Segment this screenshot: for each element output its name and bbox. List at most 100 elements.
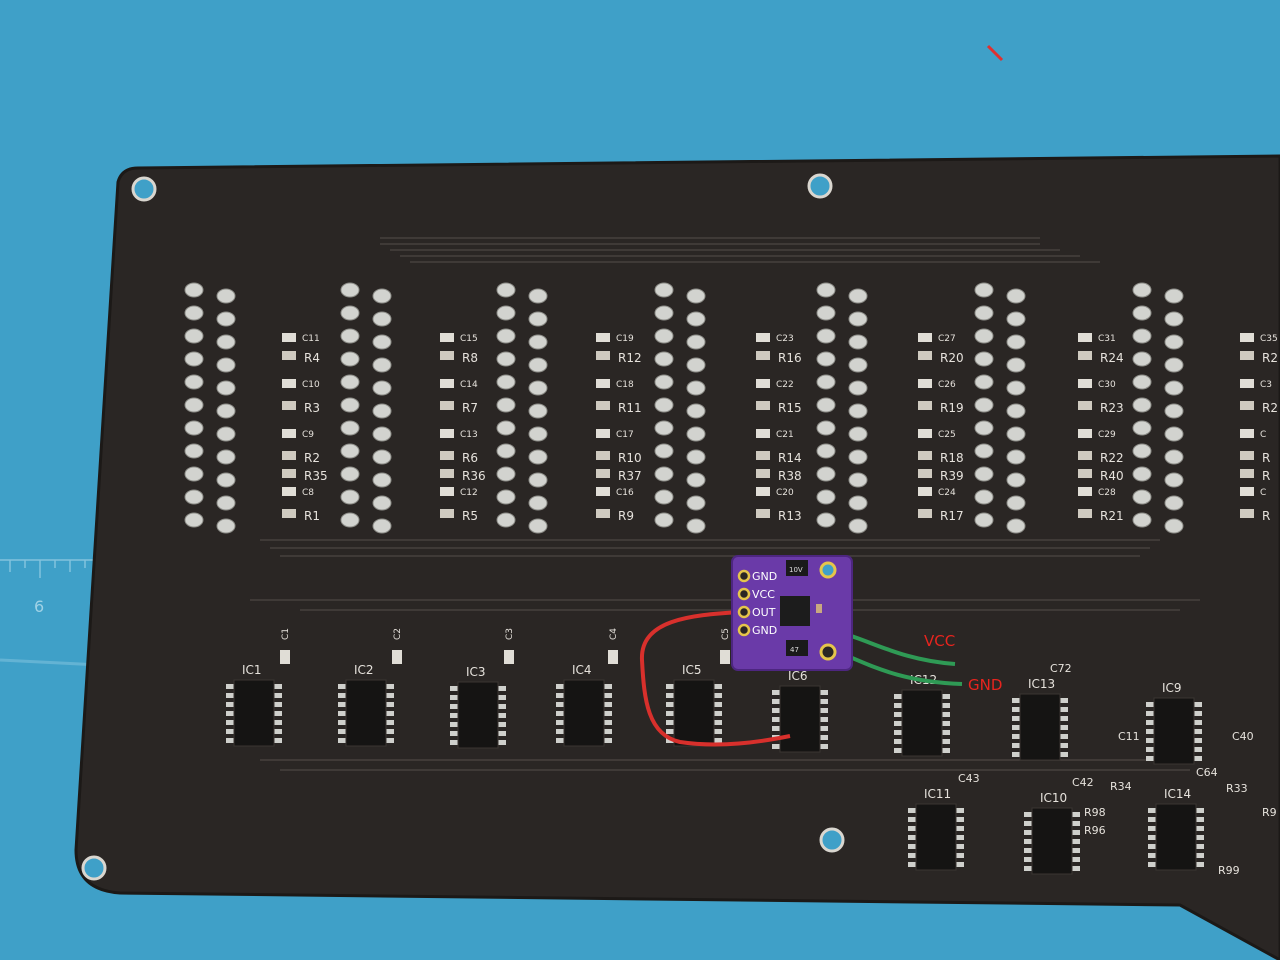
ic-pin xyxy=(272,711,282,716)
smd-capacitor xyxy=(282,379,296,388)
component-label: R xyxy=(1262,509,1270,523)
ic-pin xyxy=(1058,725,1068,730)
ic-label: IC6 xyxy=(788,669,808,683)
component-label: R5 xyxy=(462,509,478,523)
component-label: R96 xyxy=(1084,824,1106,837)
solder-pad xyxy=(1006,288,1026,304)
module-pin xyxy=(737,569,751,583)
solder-pad xyxy=(816,512,836,528)
ic-body xyxy=(1153,697,1195,765)
ic-pin xyxy=(272,720,282,725)
ic-pin xyxy=(1146,702,1156,707)
ic-pin xyxy=(1024,857,1034,862)
smd-resistor xyxy=(282,451,296,460)
solder-pad xyxy=(496,420,516,436)
component-label: R11 xyxy=(618,401,642,415)
component-label: R2 xyxy=(1262,351,1278,365)
component-label: R16 xyxy=(778,351,802,365)
solder-pad xyxy=(528,403,548,419)
solder-pad xyxy=(496,374,516,390)
smd-capacitor xyxy=(440,487,454,496)
ic-pin xyxy=(954,835,964,840)
smd-capacitor xyxy=(918,379,932,388)
solder-pad xyxy=(216,357,236,373)
component-label: R38 xyxy=(778,469,802,483)
smd-resistor xyxy=(440,351,454,360)
ic-pin xyxy=(602,711,612,716)
ic-pin xyxy=(338,720,348,725)
solder-pad xyxy=(848,518,868,534)
ic-pin xyxy=(496,722,506,727)
module-pin-label: VCC xyxy=(752,588,775,601)
ic-pin xyxy=(450,686,460,691)
ic-pin xyxy=(1012,707,1022,712)
solder-pad xyxy=(528,334,548,350)
solder-pad xyxy=(372,403,392,419)
solder-pad xyxy=(216,334,236,350)
solder-pad xyxy=(848,472,868,488)
ic-pin xyxy=(1146,738,1156,743)
solder-pad xyxy=(216,403,236,419)
component-label: C25 xyxy=(938,430,956,440)
component-label: C72 xyxy=(1050,662,1072,675)
mounting-hole xyxy=(807,173,833,199)
solder-pad xyxy=(528,357,548,373)
component-label: C30 xyxy=(1098,380,1116,390)
ic-body xyxy=(1155,803,1197,871)
solder-pad xyxy=(528,380,548,396)
component-label: R1 xyxy=(304,509,320,523)
ic-pin xyxy=(818,744,828,749)
solder-pad xyxy=(654,305,674,321)
ic-pin xyxy=(1070,857,1080,862)
component-label: R9 xyxy=(618,509,634,523)
ic-body xyxy=(563,679,605,747)
module-cap-marking: 10V xyxy=(789,566,803,574)
smd-capacitor xyxy=(440,429,454,438)
ic-pin xyxy=(602,702,612,707)
ic-pin xyxy=(496,686,506,691)
smd-resistor xyxy=(918,451,932,460)
component-label: R8 xyxy=(462,351,478,365)
component-label: C2 xyxy=(393,628,403,640)
smd-resistor xyxy=(1078,351,1092,360)
smd-resistor xyxy=(1240,351,1254,360)
component-label: C3 xyxy=(505,628,515,640)
ic-pin xyxy=(954,808,964,813)
ic-label: IC9 xyxy=(1162,681,1182,695)
solder-pad xyxy=(372,472,392,488)
smd-resistor xyxy=(596,401,610,410)
ic-pin xyxy=(1148,808,1158,813)
component-label: R14 xyxy=(778,451,802,465)
smd-resistor xyxy=(1240,401,1254,410)
component-label: R13 xyxy=(778,509,802,523)
ic-pin xyxy=(712,684,722,689)
solder-pad xyxy=(654,351,674,367)
component-label: C15 xyxy=(460,334,478,344)
component-label: R2 xyxy=(304,451,320,465)
module-pin xyxy=(737,623,751,637)
smd-resistor xyxy=(756,469,770,478)
solder-pad xyxy=(340,282,360,298)
ic-pin xyxy=(908,862,918,867)
ic-pin xyxy=(666,711,676,716)
ic-pin xyxy=(496,731,506,736)
solder-pad xyxy=(686,403,706,419)
ic-pin xyxy=(338,729,348,734)
solder-pad xyxy=(848,288,868,304)
component-label: R4 xyxy=(304,351,320,365)
smd-resistor xyxy=(1078,509,1092,518)
ic-pin xyxy=(1058,743,1068,748)
smd-resistor xyxy=(1078,469,1092,478)
ic-pin xyxy=(1192,747,1202,752)
smd-resistor xyxy=(756,451,770,460)
ic-pin xyxy=(1194,817,1204,822)
solder-pad xyxy=(974,374,994,390)
ic-pin xyxy=(1148,817,1158,822)
solder-pad xyxy=(1164,472,1184,488)
smd-capacitor xyxy=(720,650,730,664)
solder-pad xyxy=(974,282,994,298)
ic-pin xyxy=(384,729,394,734)
ic-pin xyxy=(772,690,782,695)
smd-resistor xyxy=(596,509,610,518)
